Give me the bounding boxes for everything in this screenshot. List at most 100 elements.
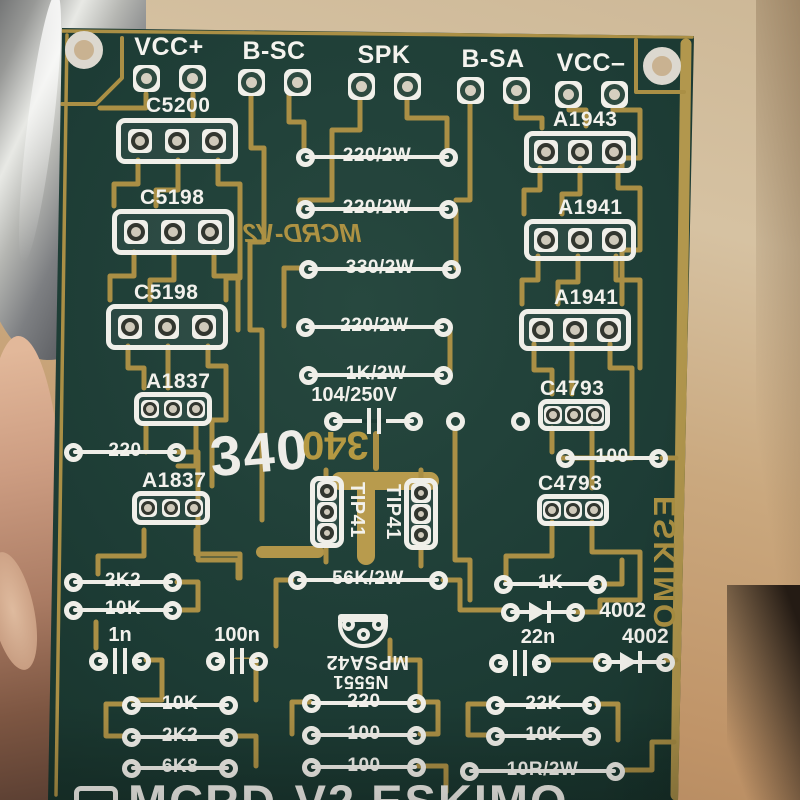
pad (122, 728, 141, 747)
pad (89, 652, 108, 671)
pad (167, 443, 186, 462)
pin-label: SPK (357, 41, 411, 69)
pin-pads (132, 65, 206, 92)
resistor-wire (495, 703, 592, 707)
resistor-label: 1K (537, 572, 564, 594)
transistor-label: C5198 (140, 186, 205, 209)
capacitor-label: 1n (108, 624, 132, 646)
pin-group-spk: SPK (334, 41, 434, 100)
pad (154, 315, 179, 339)
pad (564, 406, 583, 424)
capacitor-label: 22n (520, 626, 556, 648)
pad (532, 654, 551, 673)
pin-pads (554, 81, 628, 108)
pad (600, 81, 628, 108)
diode: 4002 (593, 625, 675, 673)
pad (164, 129, 189, 153)
pad (186, 400, 205, 418)
resistor-label: 330/2W (345, 257, 415, 279)
transistor-label: TIP41 (382, 484, 404, 540)
resistor: 56K/2W (288, 568, 448, 591)
resistor-wire (311, 765, 417, 769)
mounting-hole (65, 31, 103, 69)
pad (163, 573, 182, 592)
pad (127, 129, 152, 153)
capacitor-plate (523, 650, 527, 676)
transistor-footprint (524, 219, 636, 261)
copper-text-model: MCRD-V2 (243, 218, 362, 248)
pad (160, 220, 185, 244)
transistor-label: TIP41 (346, 482, 368, 538)
capacitor-plate (366, 408, 371, 434)
resistor-label: 220 (108, 440, 142, 462)
pad (656, 653, 675, 672)
table-edge-shadow (756, 0, 800, 620)
resistor: 330/2W (299, 257, 461, 280)
pad (161, 499, 180, 517)
resistor: 10R/2W (460, 759, 625, 782)
pad (219, 696, 238, 715)
pad (407, 726, 426, 745)
pad (288, 571, 307, 590)
pin-group-b-sc: B-SC (224, 37, 324, 96)
capacitor-plate (513, 650, 517, 676)
pad (460, 762, 479, 781)
transistor-footprint (519, 309, 631, 351)
pad (296, 318, 315, 337)
resistor-wire (305, 207, 449, 211)
pad (141, 400, 160, 418)
resistor: 220/2W (296, 315, 453, 338)
resistor-wire (469, 769, 616, 773)
resistor-label: 2K2 (161, 725, 199, 747)
pad (317, 481, 337, 502)
transistor-label: C4793 (540, 377, 605, 400)
transistor-footprint (134, 392, 212, 426)
pad (593, 653, 612, 672)
resistor-label: 10R/2W (506, 759, 579, 781)
capacitor: 104/250V (311, 384, 423, 434)
pad (501, 603, 520, 622)
resistor-label: 220/2W (340, 315, 409, 337)
copper-text-number: 340 (302, 423, 369, 467)
copper-text-brand: ESKIMO (647, 495, 683, 631)
pad (393, 73, 421, 100)
pad (64, 443, 83, 462)
resistor-label: 22K (525, 693, 562, 715)
resistor-wire (305, 155, 449, 159)
pad (434, 366, 453, 385)
pin-pads (456, 77, 530, 104)
pad (486, 727, 505, 746)
resistor-wire (131, 703, 229, 707)
resistor-label: 6K8 (161, 756, 199, 778)
pad (649, 449, 668, 468)
transistor-label: A1837 (142, 469, 207, 492)
pad (237, 69, 265, 96)
capacitor-plate (123, 648, 127, 674)
transistor-footprint (106, 304, 228, 350)
pad (534, 228, 558, 252)
resistor: 220 (64, 440, 186, 463)
pad (489, 654, 508, 673)
transistor-label: MPSA42 (326, 651, 410, 673)
pad (296, 200, 315, 219)
transistor-label: C5200 (146, 94, 211, 117)
pad (122, 696, 141, 715)
capacitor: 22n (489, 626, 555, 676)
pad (568, 140, 592, 164)
pad (302, 694, 321, 713)
pin-label: VCC– (556, 49, 626, 77)
resistor: 220/2W (296, 145, 458, 168)
pad (198, 220, 223, 244)
pin-group-vcc-minus: VCC– (541, 49, 641, 108)
pad (556, 449, 575, 468)
pin-pads (347, 73, 421, 100)
resistor-label: 220/2W (342, 197, 412, 219)
resistor-wire (308, 267, 452, 271)
pad (582, 696, 601, 715)
pad (64, 573, 83, 592)
gap (108, 659, 132, 663)
diode-label: 4002 (622, 625, 669, 648)
